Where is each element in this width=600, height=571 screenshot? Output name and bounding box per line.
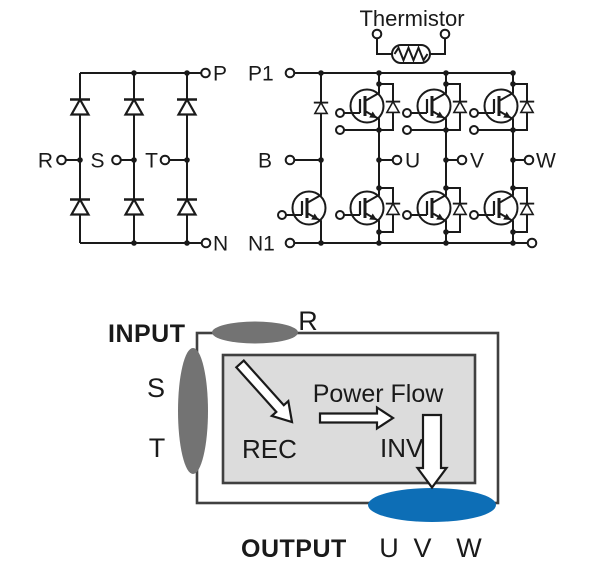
inverter-junction-dots xyxy=(318,70,516,246)
terminal-u xyxy=(391,154,403,166)
thermistor-label: Thermistor xyxy=(359,6,464,31)
terminal-n1 xyxy=(284,237,296,249)
input-phase-label-s: S xyxy=(147,373,165,403)
inverter-phase-leg-w: W xyxy=(468,73,556,243)
terminal-w xyxy=(523,154,535,166)
diode-icon xyxy=(175,98,199,116)
input-phase-label-t: T xyxy=(149,433,166,463)
input-label: INPUT xyxy=(108,320,186,348)
output-phase-label-u: U xyxy=(379,533,399,563)
terminal-label-p: P xyxy=(213,63,227,86)
terminal-p xyxy=(200,67,211,79)
diode-icon xyxy=(68,98,92,116)
inverter-bus: P1 B N1 xyxy=(248,63,538,256)
diode-icon xyxy=(451,100,469,114)
terminal-t xyxy=(159,154,171,166)
schematic-section: P N R S T Thermistor P1 B N1 U xyxy=(38,6,556,256)
diode-icon xyxy=(451,202,469,216)
diode-icon xyxy=(68,198,92,216)
terminal-b xyxy=(284,154,296,166)
diode-icon xyxy=(518,202,536,216)
input-phase-st-ellipse xyxy=(178,348,208,474)
thermistor-terminal xyxy=(371,28,383,40)
thermistor: Thermistor xyxy=(359,6,465,64)
igbt-icon xyxy=(336,84,384,134)
diode-icon xyxy=(518,100,536,114)
terminal-p1 xyxy=(284,67,296,79)
terminal-label-r: R xyxy=(38,150,53,173)
igbt-icon xyxy=(403,84,451,134)
terminal-v xyxy=(456,154,468,166)
output-label: OUTPUT xyxy=(241,535,347,563)
diode-icon xyxy=(122,198,146,216)
igbt-icon xyxy=(401,184,452,234)
power-flow-diagram: Power Flow REC INV INPUT R S T OUTPUT U … xyxy=(108,306,500,563)
terminal-label-v: V xyxy=(470,150,484,173)
thermistor-terminal xyxy=(439,28,451,40)
junction-dots xyxy=(77,70,190,246)
resistor-zigzag-icon xyxy=(393,45,429,63)
diode-icon xyxy=(175,198,199,216)
brake-igbt-icon xyxy=(276,184,327,234)
inverter-output-arrow-icon xyxy=(415,413,449,490)
diode-icon xyxy=(384,100,402,114)
diode-icon xyxy=(122,98,146,116)
power-flow-arrow-icon xyxy=(318,405,396,431)
diode-icon xyxy=(384,202,402,216)
terminal-label-p1: P1 xyxy=(248,63,274,86)
terminal-label-s: S xyxy=(90,150,104,173)
igbt-icon xyxy=(468,184,519,234)
output-phase-label-v: V xyxy=(413,533,431,563)
terminal-n1-right xyxy=(526,237,538,249)
rec-label: REC xyxy=(242,434,297,464)
inv-label: INV xyxy=(380,433,424,463)
igbt-icon xyxy=(470,84,518,134)
input-phase-label-r: R xyxy=(298,306,318,336)
terminal-label-n1: N1 xyxy=(248,233,275,256)
terminal-label-u: U xyxy=(405,150,420,173)
output-uvw-ellipse xyxy=(368,488,496,522)
rectifier-flow-arrow-icon xyxy=(234,359,294,424)
output-phase-label-w: W xyxy=(456,533,482,563)
terminal-s xyxy=(111,154,122,166)
input-phase-r-ellipse xyxy=(212,321,298,344)
diode-icon xyxy=(312,101,330,115)
terminal-r xyxy=(56,154,67,166)
rectifier-bridge: P N R S T xyxy=(38,63,228,256)
power-flow-label: Power Flow xyxy=(313,380,445,408)
terminal-label-n: N xyxy=(213,233,228,256)
terminal-n xyxy=(200,237,212,249)
terminal-label-b: B xyxy=(258,150,272,173)
terminal-label-t: T xyxy=(145,150,158,173)
igbt-icon xyxy=(334,184,385,234)
terminal-label-w: W xyxy=(536,150,556,173)
